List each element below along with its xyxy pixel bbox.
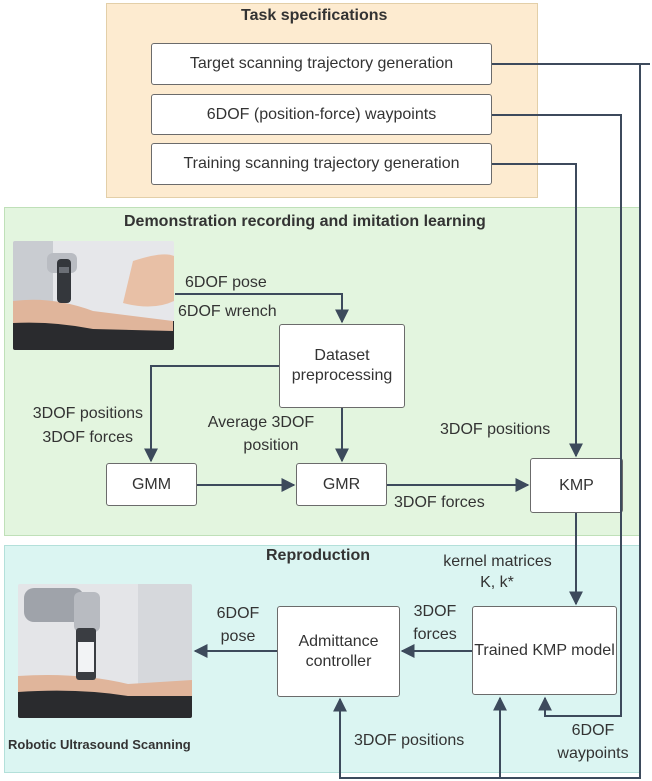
label-forces-ctrl: forces: [413, 626, 457, 643]
label-6dof-pose: 6DOF pose: [185, 274, 267, 291]
trained-kmp-box: Trained KMP model: [472, 606, 617, 695]
label-6dof-out: 6DOF: [216, 605, 260, 622]
repro-panel-title: Reproduction: [266, 547, 370, 564]
gmm-box: GMM: [106, 463, 197, 506]
demonstration-photo: [13, 241, 174, 350]
training-trajectory-box: Training scanning trajectory generation: [151, 143, 492, 185]
label-3dof-positions-kmp: 3DOF positions: [440, 421, 551, 438]
task-panel-title: Task specifications: [241, 7, 388, 24]
label-3dof-positions: 3DOF positions: [32, 405, 143, 422]
label-3dof-positions-bottom: 3DOF positions: [354, 732, 465, 749]
label-kernel-matrices: kernel matrices: [443, 553, 552, 570]
label-k-kstar: K, k*: [480, 574, 514, 591]
demo-panel-title: Demonstration recording and imitation le…: [124, 213, 486, 230]
waypoints-box: 6DOF (position-force) waypoints: [151, 94, 492, 135]
target-trajectory-box: Target scanning trajectory generation: [151, 43, 492, 85]
label-position: position: [243, 437, 299, 454]
label-3dof-forces-gmr: 3DOF forces: [394, 494, 485, 511]
label-6dof-bottom: 6DOF: [571, 722, 615, 739]
label-pose-out: pose: [220, 628, 256, 645]
gmr-box: GMR: [296, 463, 387, 506]
robotic-ultrasound-caption: Robotic Ultrasound Scanning: [8, 737, 191, 752]
label-3dof-forces: 3DOF forces: [42, 429, 133, 446]
label-average-3dof: Average 3DOF: [207, 414, 315, 431]
label-6dof-wrench: 6DOF wrench: [178, 303, 277, 320]
label-waypoints-bottom: waypoints: [557, 745, 629, 762]
label-3dof-ctrl: 3DOF: [413, 603, 457, 620]
robotic-scanning-photo: [18, 584, 192, 718]
dataset-preprocessing-box: Dataset preprocessing: [279, 324, 405, 408]
kmp-box: KMP: [530, 458, 623, 513]
admittance-controller-box: Admittance controller: [277, 606, 400, 697]
